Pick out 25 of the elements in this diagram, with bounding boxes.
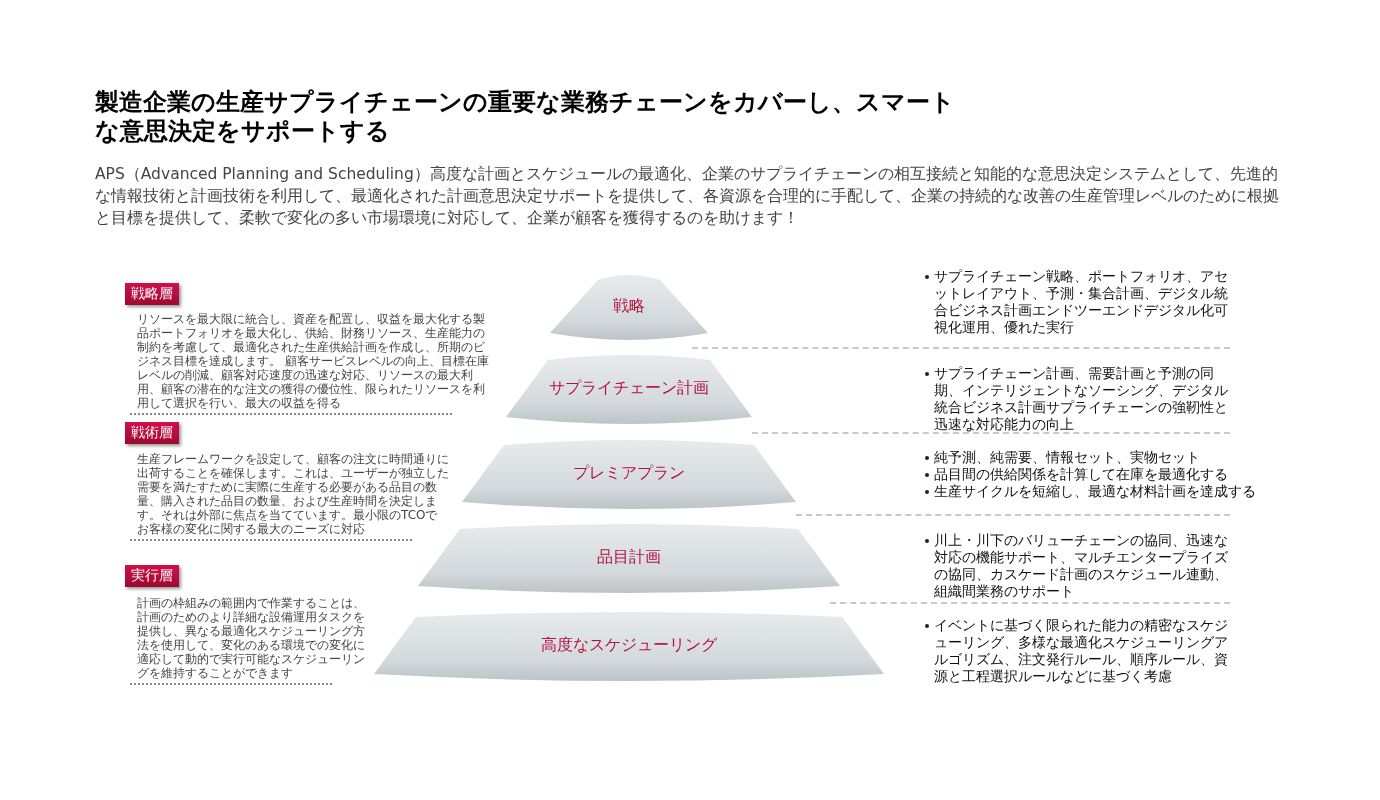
pyramid-layer bbox=[418, 522, 840, 594]
pyramid-layer bbox=[462, 438, 796, 510]
bullet-text: イベントに基づく限られた能力の精密なスケジューリング、多様な最適化スケジューリングアルゴリズム、注文発行ルール、順序ルール、資源と工程選択ルールなどに基づく考慮 bbox=[934, 617, 1229, 685]
pyramid-layer bbox=[374, 610, 884, 682]
layer-label: 品目計画 bbox=[596, 547, 662, 568]
layer-tag: 戦術層 bbox=[125, 422, 179, 444]
layer-label: 高度なスケジューリング bbox=[540, 635, 718, 656]
description-text: リソースを最大限に統合し、資産を配置し、収益を最大化する製品ポートフォリオを最大化し、供給、財務リソース、生産能力の制約を考慮して、最適化された生産供給計画を作成し、所期のビジネス目標を達成します。 顧客サービスレベルの向上、目標在庫レベルの削減、顧客対応速度の迅速な対応、リソースの最大利用、顧客の潜在的な注文の獲得の優位性、限られたリソースを利用して選択を行い、最大の収益を得る bbox=[137, 312, 489, 410]
bullet-text: 生産サイクルを短縮し、最適な材料計画を達成する bbox=[934, 483, 1257, 500]
description-text: 生産フレームワークを設定して、顧客の注文に時間通りに出荷することを確保します。これは、ユーザーが独立した需要を満たすために実際に生産する必要がある品目の数量、購入された品目の数量、および生産時間を決定します。それは外部に焦点を当てています。最小限のTCOでお客様の変化に関する最大のニーズに対応 bbox=[137, 452, 449, 536]
description-text: 計画の枠組みの範囲内で作業することは、計画のためのより詳細な設備運用タスクを提供し、異なる最適化スケジューリング方法を使用して、変化のある環境での変化に適応して動的で実行可能なスケジューリングを維持することができます bbox=[137, 596, 366, 680]
bullet-text: 品目間の供給関係を計算して在庫を最適化する bbox=[934, 466, 1229, 483]
bullet-text: 純予測、純需要、情報セット、実物セット bbox=[934, 449, 1201, 466]
layer-label: プレミアプラン bbox=[572, 463, 686, 484]
layer-label: 戦略 bbox=[612, 296, 646, 317]
bullet-text: サプライチェーン戦略、ポートフォリオ、アセットレイアウト、予測・集合計画、デジタル統合ビジネス計画エンドツーエンドデジタル化可視化運用、優れた実行 bbox=[934, 268, 1229, 336]
layer-tag: 実行層 bbox=[125, 565, 179, 587]
pyramid-layer bbox=[550, 273, 708, 341]
bullet-text: 川上・川下のバリューチェーンの協同、迅速な対応の機能サポート、マルチエンタープライズの協同、カスケード計画のスケジュール連動、組織間業務のサポート bbox=[934, 532, 1229, 600]
bullet-text: サプライチェーン計画、需要計画と予測の同期、インテリジェントなソーシング、デジタル統合ビジネス計画サプライチェーンの強靭性と迅速な対応能力の向上 bbox=[934, 365, 1229, 433]
title-text: 製造企業の生産サプライチェーンの重要な業務チェーンをカバーし、スマートな意思決定をサポートする bbox=[95, 88, 956, 146]
intro-paragraph: APS（Advanced Planning and Scheduling）高度な計画とスケジュールの最適化、企業のサプライチェーンの相互接続と知能的な意思決定システムとして、先進的な情報技術と計画技術を利用して、最適化された計画意思決定サポートを提供して、各資源を合理的に手配して、企業の持続的な改善の生産管理レベルのために根拠と目標を提供して、柔軟で変化の多い市場環境に対応して、企業が顧客を獲得するのを助けます！ bbox=[95, 164, 1280, 229]
layer-label: サプライチェーン計画 bbox=[548, 378, 710, 399]
pyramid-layer bbox=[506, 353, 752, 425]
layer-tag: 戦略層 bbox=[125, 283, 179, 305]
